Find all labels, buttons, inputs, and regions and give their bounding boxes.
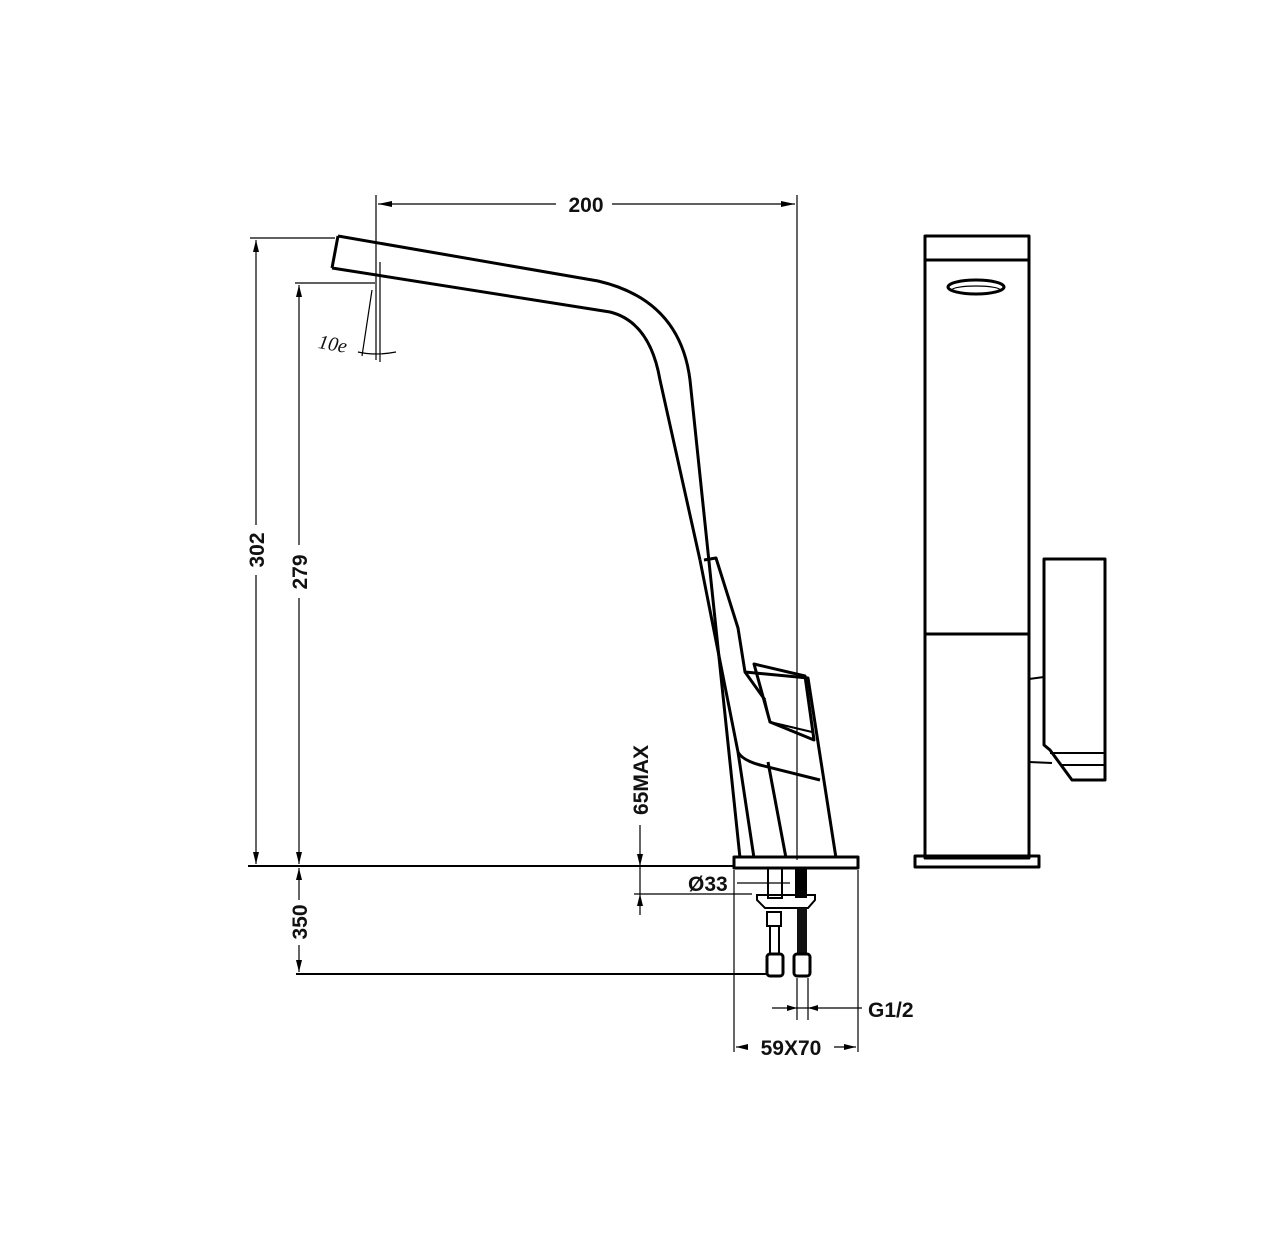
aerator-inner bbox=[951, 285, 1001, 295]
dimension-lines bbox=[248, 195, 862, 1052]
front-base-plate bbox=[913, 854, 1041, 869]
spout-height-label: 279 bbox=[289, 554, 312, 589]
spout-body-outline bbox=[337, 234, 742, 859]
front-view bbox=[913, 234, 1107, 869]
angle-tilt-line bbox=[361, 289, 373, 357]
hose-braided bbox=[795, 868, 807, 898]
faucet-body-right-edge bbox=[744, 670, 838, 859]
reach-label: 200 bbox=[568, 194, 603, 217]
max-thickness-arrows bbox=[637, 854, 643, 906]
spout-body-inner-outline bbox=[331, 266, 702, 561]
lever-handle-inner bbox=[764, 699, 813, 733]
hose-right-connector bbox=[792, 952, 812, 978]
body-bevel-line bbox=[736, 751, 821, 782]
diameter-label: Ø33 bbox=[688, 873, 728, 896]
lever-slot bbox=[703, 556, 767, 701]
front-lever-handle bbox=[1042, 557, 1107, 782]
hose-left bbox=[769, 925, 780, 955]
front-lever-joint-2 bbox=[1028, 761, 1053, 764]
hose-length-label: 350 bbox=[289, 904, 312, 939]
thread-arrows bbox=[787, 1005, 818, 1011]
max-thickness-label: 65MAX bbox=[630, 745, 653, 815]
hose-arrows bbox=[296, 868, 302, 972]
angle-label: 10e bbox=[316, 331, 348, 358]
total-height-label: 302 bbox=[246, 532, 269, 567]
hose-right bbox=[797, 908, 807, 954]
front-lever-joint-1 bbox=[1028, 676, 1045, 680]
front-body bbox=[923, 234, 1031, 860]
mounting-nut bbox=[756, 894, 816, 909]
hose-left-connector bbox=[765, 952, 785, 978]
angle-arc bbox=[357, 351, 397, 355]
base-arrows bbox=[736, 1044, 856, 1050]
spout-tip bbox=[330, 235, 340, 269]
base-size-label: 59X70 bbox=[761, 1037, 822, 1060]
side-base-plate bbox=[732, 855, 860, 870]
thread-label: G1/2 bbox=[868, 999, 914, 1022]
hose-left-fitting bbox=[766, 911, 782, 927]
body-center-line bbox=[766, 761, 788, 859]
side-view bbox=[330, 234, 860, 978]
faucet-body-left-edge bbox=[698, 559, 756, 859]
